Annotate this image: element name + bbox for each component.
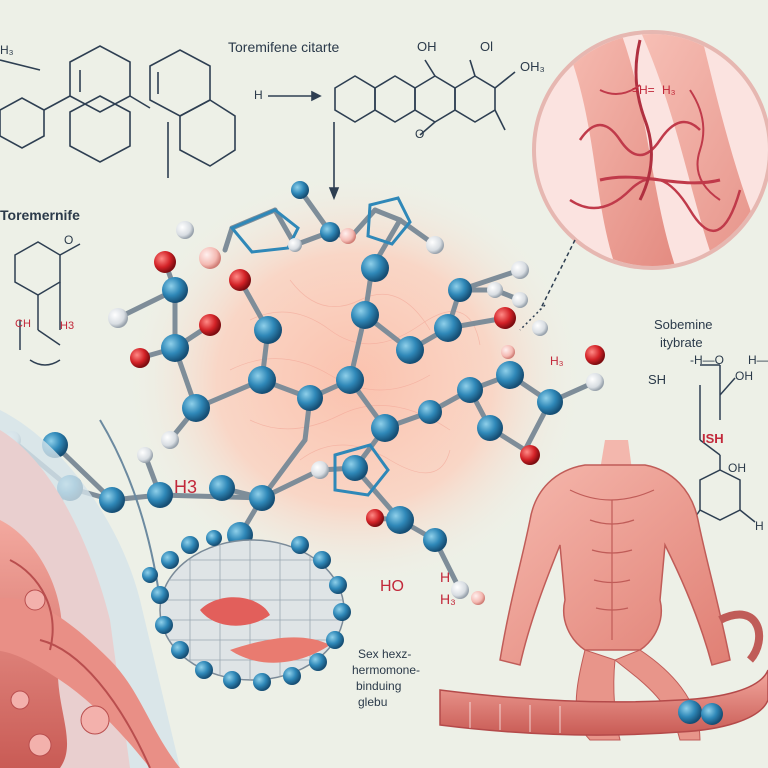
label-right-oh2: OH: [728, 461, 746, 475]
title-left: Toremernife: [0, 207, 80, 223]
label-bottom-ho: HO: [380, 578, 404, 595]
label-right-h: H—: [748, 353, 768, 367]
label-left-h3: H3: [60, 320, 75, 332]
molecule-atoms: [3, 181, 605, 605]
label-bottom-h: H: [440, 569, 451, 585]
hormone-binding-globulin: [142, 530, 351, 691]
vessel-tissue-left: [0, 410, 180, 768]
label-right-oh: OH: [735, 369, 753, 383]
label-inset-h: =H=: [632, 83, 655, 97]
title-main: Toremifene citarte: [228, 39, 340, 55]
label-top-left-h: H₃: [0, 43, 14, 57]
label-right-sh-red: ISH: [702, 431, 724, 446]
label-left-o: O: [64, 233, 74, 247]
glow-texture: [229, 279, 481, 474]
label-left-ch: CH: [15, 318, 31, 330]
toremifene-3d-molecule: [3, 181, 605, 605]
label-o-bottom: O: [415, 127, 425, 141]
label-sh: SH: [648, 372, 667, 387]
label-oh-3: OH₃: [520, 59, 545, 74]
label-globulin-2: hermomone-: [352, 663, 421, 677]
label-center-h3: H₃: [550, 354, 564, 368]
label-arrow-h: H: [254, 88, 263, 102]
label-bottom-h3: H₃: [440, 591, 456, 607]
label-oh-1: OH: [417, 39, 437, 54]
skeletal-structure-left: [14, 241, 81, 366]
vessel-bottom-right: [439, 610, 768, 736]
label-right-h-end: H: [755, 519, 764, 533]
label-globulin-4: glebu: [358, 695, 388, 709]
label-globulin-1: Sex hexz-: [358, 647, 412, 661]
label-right-1: Sobemine: [654, 317, 713, 332]
skeletal-structure-top-center: [268, 59, 516, 201]
label-right-2: itybrate: [660, 335, 703, 350]
label-inset-h3: H₃: [662, 83, 676, 97]
label-oh-2: Ol: [480, 39, 493, 54]
skeletal-structure-right: [689, 364, 756, 526]
label-mid-h3: H3: [174, 477, 198, 497]
molecule-rings: [229, 196, 412, 497]
label-globulin-3: binduing: [356, 679, 402, 693]
label-right-h-o: -H—O: [690, 353, 724, 367]
skeletal-structure-top-left: [0, 45, 236, 178]
magnified-inset: [519, 30, 768, 331]
